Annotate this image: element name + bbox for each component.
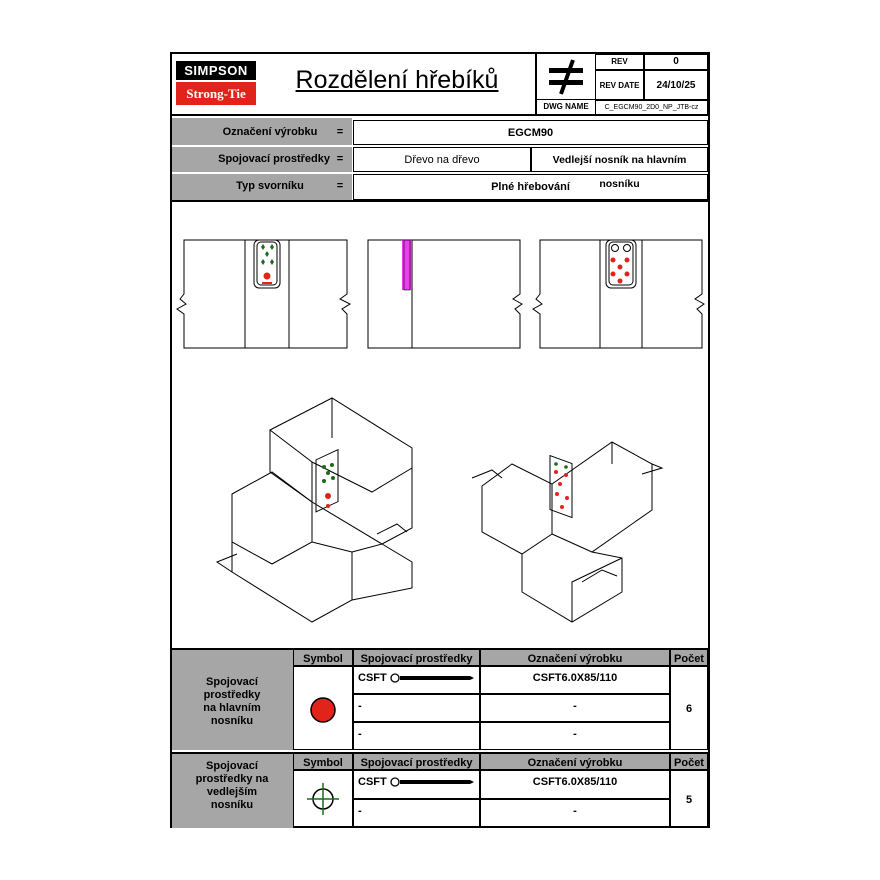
dwg-name-value: C_EGCM90_2D0_NP_JTB-cz bbox=[595, 100, 708, 116]
screw-icon bbox=[390, 777, 474, 787]
rev-date-label: REV DATE bbox=[595, 70, 644, 100]
main-beam-fastener-label: Spojovací prostředky na hlavním nosníku bbox=[203, 676, 261, 727]
table1-symbol-header: Symbol bbox=[293, 648, 353, 666]
side-view bbox=[367, 239, 523, 349]
table1-row-2-product: - bbox=[480, 694, 670, 722]
front-view-secondary-beam bbox=[532, 239, 705, 349]
secondary-beam-fastener-label: Spojovací prostředky na vedlejším nosník… bbox=[195, 760, 269, 811]
page-title: Rozdělení hřebíků bbox=[295, 66, 499, 94]
rev-date-value: 24/10/25 bbox=[644, 70, 708, 100]
simpson-logo: SIMPSON bbox=[176, 61, 256, 80]
dwg-name-label: DWG NAME bbox=[535, 100, 595, 116]
table2-count: 5 bbox=[670, 770, 708, 828]
rev-label: REV bbox=[595, 54, 644, 70]
table2-symbol-cell bbox=[293, 770, 353, 828]
secondary-beam-fastener-group bbox=[172, 752, 293, 828]
table1-row-1-fastener: CSFT bbox=[353, 666, 480, 694]
fastener-label: Spojovací prostředky bbox=[218, 153, 330, 165]
table1-count: 6 bbox=[670, 666, 708, 750]
fastener-eq: = bbox=[336, 153, 344, 165]
drawing-sheet: SIMPSON Strong-Tie Rozdělení hřebíků DWG… bbox=[170, 52, 710, 828]
green-crosshair-symbol-icon bbox=[307, 783, 339, 815]
table2-product-header: Označení výrobku bbox=[480, 752, 670, 770]
product-designation-label: Označení výrobku bbox=[222, 126, 318, 138]
table1-fastener-header: Spojovací prostředky bbox=[353, 648, 480, 666]
connector-type-eq: = bbox=[336, 180, 344, 192]
nail-layout-drawing bbox=[176, 239, 705, 623]
not-equal-symbol-box bbox=[535, 54, 595, 100]
table2-row-2-fastener: - bbox=[353, 799, 480, 828]
table1-symbol-cell bbox=[293, 666, 353, 750]
strong-tie-logo: Strong-Tie bbox=[176, 82, 256, 105]
isometric-view-left bbox=[215, 397, 413, 623]
table1-count-header: Počet bbox=[670, 648, 708, 666]
table2-symbol-header: Symbol bbox=[293, 752, 353, 770]
table2-row-1-product: CSFT6.0X85/110 bbox=[480, 770, 670, 799]
rev-value: 0 bbox=[644, 54, 708, 70]
product-eq: = bbox=[336, 126, 344, 138]
table2-row-2-product: - bbox=[480, 799, 670, 828]
fastener-value-beam: Vedlejší nosník na hlavním nosníku bbox=[531, 147, 708, 190]
table1-row-3-product: - bbox=[480, 722, 670, 750]
table2-count-header: Počet bbox=[670, 752, 708, 770]
product-designation-value: EGCM90 bbox=[353, 120, 708, 145]
connector-type-label: Typ svorníku bbox=[236, 180, 304, 192]
table1-row-1-product: CSFT6.0X85/110 bbox=[480, 666, 670, 694]
screw-icon bbox=[390, 673, 474, 683]
table2-fastener-header: Spojovací prostředky bbox=[353, 752, 480, 770]
isometric-view-right bbox=[471, 441, 664, 623]
table2-row-1-fastener: CSFT bbox=[353, 770, 480, 799]
title-block: SIMPSON Strong-Tie Rozdělení hřebíků DWG… bbox=[172, 54, 708, 116]
red-dot-symbol-icon bbox=[310, 697, 336, 723]
fastener-value-wood: Dřevo na dřevo bbox=[353, 147, 531, 172]
front-view-main-beam bbox=[176, 239, 352, 349]
main-beam-fastener-group bbox=[172, 648, 293, 750]
not-equal-icon bbox=[549, 59, 583, 95]
table1-row-3-fastener: - bbox=[353, 722, 480, 750]
connector-type-value: Plné hřebování bbox=[353, 174, 708, 200]
table1-row-2-fastener: - bbox=[353, 694, 480, 722]
table1-product-header: Označení výrobku bbox=[480, 648, 670, 666]
